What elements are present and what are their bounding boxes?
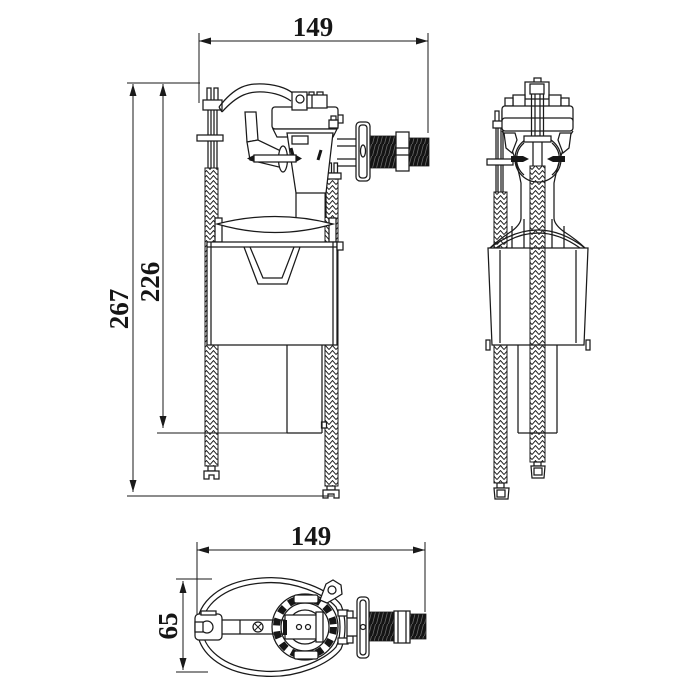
top-inlet-shank — [337, 596, 427, 659]
dim-top-depth: 65 — [153, 578, 212, 673]
top-float-arm — [194, 610, 324, 643]
dim-side-overall-height-label: 267 — [104, 289, 134, 330]
dim-top-width-label: 149 — [291, 521, 332, 551]
front-view — [485, 77, 591, 500]
dim-top-width: 149 — [196, 521, 426, 614]
side-view — [196, 83, 430, 499]
dim-side-width-label: 149 — [293, 12, 334, 42]
side-right-rod-foot — [322, 489, 340, 499]
dim-side-width: 149 — [198, 12, 429, 133]
side-inlet-shank — [328, 115, 430, 182]
side-shank-threads-2 — [408, 137, 430, 167]
dimensions-side: 149 267 226 — [104, 12, 429, 497]
dimensions-top: 149 65 — [153, 521, 426, 673]
top-shank-flange — [356, 596, 370, 659]
top-shank-nut — [393, 610, 411, 644]
side-float-cup — [206, 215, 344, 429]
front-central-rod — [523, 94, 552, 479]
side-left-rod-foot — [203, 470, 220, 480]
top-shank-threads-2 — [409, 613, 427, 640]
side-shank-nut — [395, 131, 410, 172]
side-shank-threads-1 — [369, 135, 397, 169]
side-refill-funnel — [244, 111, 302, 173]
front-central-rod-threads — [529, 165, 546, 463]
top-lock-tab — [319, 579, 343, 604]
side-funnel-crossbar — [253, 154, 297, 163]
side-outlet-tube — [286, 345, 323, 434]
side-cup-notch — [243, 246, 301, 285]
front-valve-head — [501, 77, 574, 132]
side-hinge-pin — [295, 94, 305, 104]
dim-side-body-height: 226 — [135, 84, 287, 434]
side-float-arm — [218, 83, 328, 113]
side-shank-flange — [355, 121, 371, 182]
dim-side-overall-height: 267 — [104, 82, 333, 497]
dim-top-depth-label: 65 — [153, 613, 183, 640]
dim-side-body-height-label: 226 — [135, 262, 165, 303]
side-valve-body — [286, 132, 334, 218]
side-cup-shell — [206, 241, 338, 346]
top-shank-threads-1 — [368, 611, 395, 642]
side-cup-dome — [214, 215, 336, 234]
top-view — [194, 576, 427, 678]
